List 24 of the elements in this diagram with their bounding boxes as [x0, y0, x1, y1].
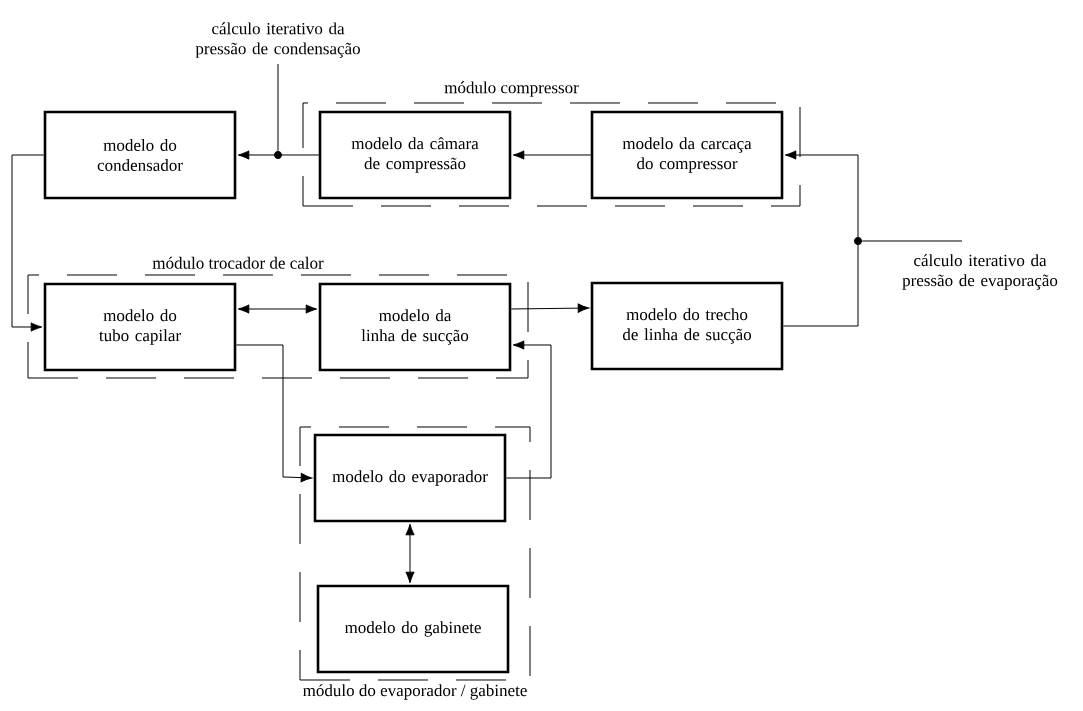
module-label: módulo compressor — [444, 81, 579, 97]
process-box: modelo do trecho de linha de sucção — [590, 281, 784, 371]
arrow — [237, 304, 318, 314]
process-box: modelo do evaporador — [313, 433, 507, 523]
process-box: modelo da câmara de compressão — [318, 110, 512, 200]
arrow — [11, 154, 45, 332]
leader-line — [861, 240, 963, 242]
arrow — [405, 523, 415, 584]
module-label: módulo trocador de calor — [152, 256, 324, 269]
process-box: modelo do gabinete — [316, 584, 510, 674]
arrow — [237, 150, 320, 160]
arrow — [505, 340, 552, 479]
arrow — [510, 303, 590, 313]
arrow — [782, 150, 859, 327]
module-label: módulo do evaporador / gabinete — [303, 684, 527, 700]
leader-line — [277, 63, 279, 152]
process-box: modelo da linha de sucção — [318, 282, 512, 372]
process-box: modelo da carcaça do compressor — [590, 110, 784, 200]
process-box: modelo do tubo capilar — [43, 282, 237, 372]
process-box: modelo do condensador — [43, 110, 237, 200]
arrow — [235, 344, 313, 483]
annotation-text: cálculo iterativo da pressão de condensação — [195, 22, 360, 58]
arrow — [512, 150, 592, 160]
annotation-text: cálculo iterativo da pressão de evaporação — [902, 254, 1058, 290]
